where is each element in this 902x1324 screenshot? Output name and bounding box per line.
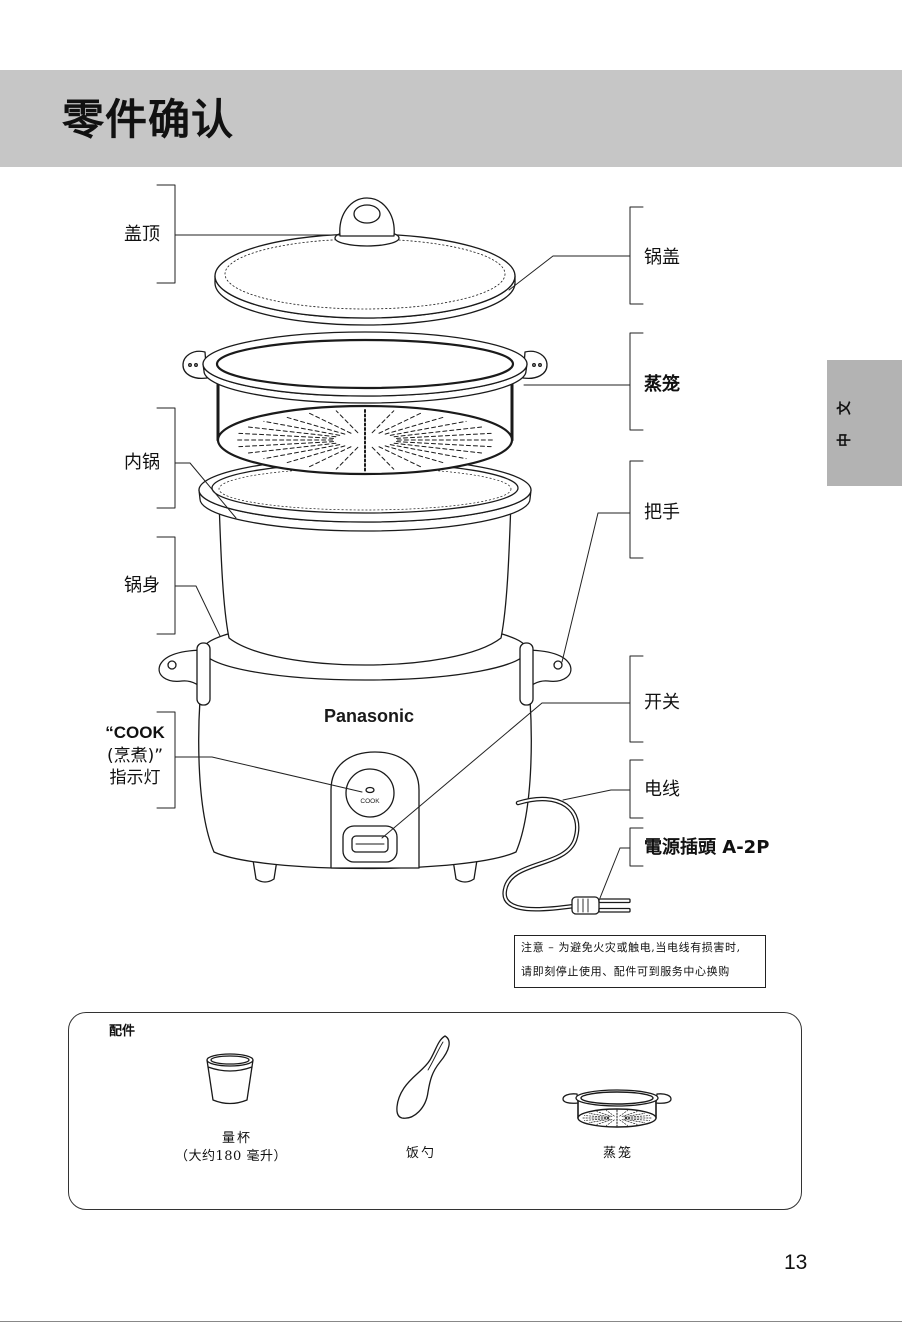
- cook-indicator-light: [366, 788, 374, 793]
- leader-plug: [600, 848, 630, 898]
- plug-prong-top: [599, 899, 630, 903]
- label-inner-pot: 内锅: [88, 452, 160, 474]
- leader-cord: [563, 790, 630, 800]
- bracket-lid: [630, 207, 643, 304]
- caution-line-1: 注意 – 为避免火灾或触电,当电线有损害时,: [521, 936, 765, 960]
- label-body: 锅身: [88, 575, 160, 597]
- leader-lid: [509, 256, 630, 290]
- power-switch: [343, 826, 397, 862]
- label-cord: 电线: [644, 779, 680, 801]
- caution-box: 注意 – 为避免火灾或触电,当电线有损害时, 请即刻停止使用、配件可到服务中心换…: [514, 935, 766, 988]
- label-cook-indicator: “COOK (烹煮)” 指示灯: [94, 722, 176, 790]
- label-lid: 锅盖: [644, 247, 680, 269]
- leader-handle: [562, 513, 630, 662]
- bracket-plug: [630, 828, 643, 866]
- accessory-cup-note: （大约180 毫升）: [161, 1148, 301, 1166]
- label-cook-line-1: “COOK: [94, 722, 176, 745]
- label-plug: 電源插頭 A-2P: [644, 837, 769, 859]
- label-switch: 开关: [644, 692, 680, 714]
- cook-indicator-text: COOK: [360, 798, 380, 805]
- cook-indicator: COOK: [346, 769, 394, 817]
- brand-logo: Panasonic: [324, 706, 414, 726]
- label-steamer: 蒸笼: [644, 374, 680, 396]
- lid: [215, 198, 515, 325]
- label-cook-line-2: (烹煮)”: [94, 745, 176, 768]
- accessories-box: 配件 量杯 （大约180 毫升） 饭勺 蒸笼: [68, 1012, 802, 1210]
- steamer-rim-inner: [217, 340, 513, 388]
- body-handle-right: [520, 643, 571, 705]
- accessory-steamer-name: 蒸笼: [548, 1145, 688, 1163]
- bottom-rule: [0, 1321, 902, 1322]
- steamer: [183, 332, 547, 474]
- leader-body: [175, 586, 220, 636]
- accessory-cup-name: 量杯: [167, 1130, 307, 1148]
- bracket-cord: [630, 760, 643, 818]
- inner-pot: [199, 458, 531, 665]
- caution-line-2: 请即刻停止使用、配件可到服务中心换购: [521, 960, 765, 984]
- plug-prong-bottom: [599, 909, 630, 913]
- bracket-handle: [630, 461, 643, 558]
- body-handle-left: [159, 643, 210, 705]
- power-plug: [572, 897, 630, 914]
- bracket-steamer: [630, 333, 643, 430]
- lid-knob-hole: [354, 205, 380, 223]
- label-lid-knob: 盖顶: [88, 224, 160, 246]
- label-cook-line-3: 指示灯: [94, 767, 176, 790]
- bracket-switch: [630, 656, 643, 742]
- accessory-spoon-name: 饭勺: [351, 1145, 491, 1163]
- label-handle: 把手: [644, 502, 680, 524]
- accessories-title: 配件: [109, 1024, 135, 1040]
- page-number: 13: [784, 1251, 807, 1275]
- lid-knob: [335, 198, 399, 246]
